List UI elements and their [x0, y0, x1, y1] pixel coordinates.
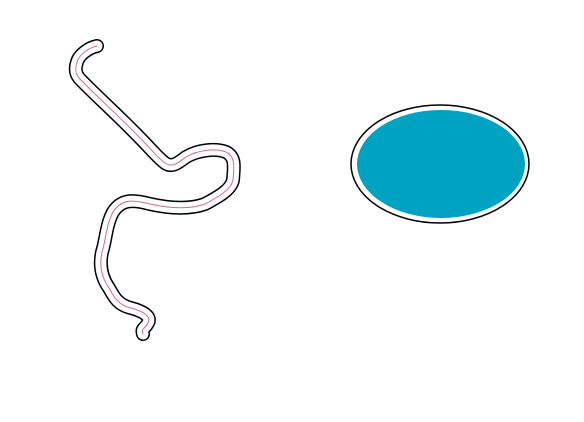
freehand-stroke-outline[interactable]: [68, 39, 241, 341]
ellipse-shape-fill[interactable]: [357, 110, 525, 218]
freehand-stroke-inner-line: [75, 45, 235, 335]
